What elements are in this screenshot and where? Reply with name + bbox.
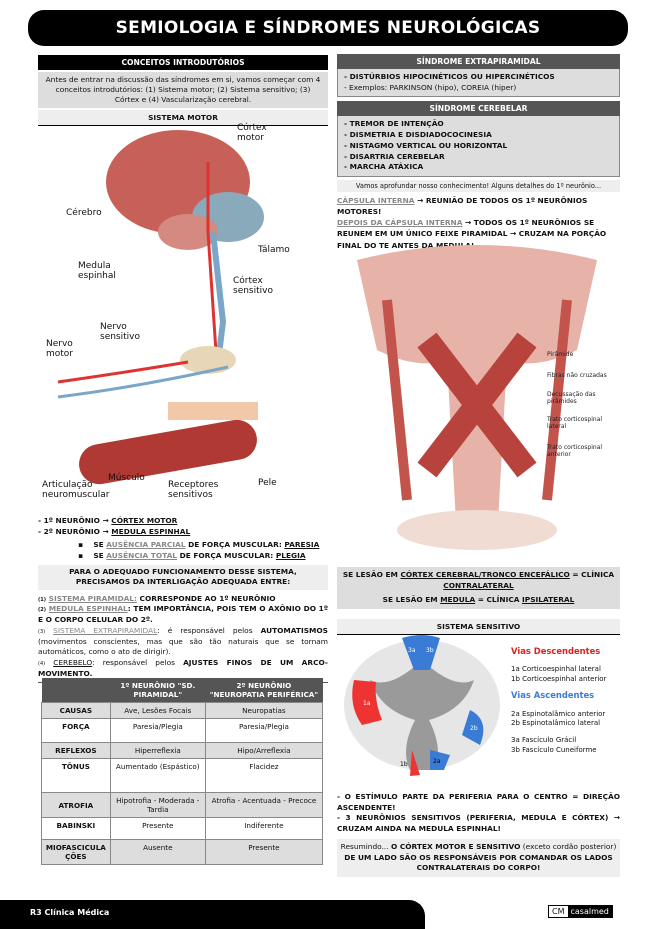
muscle-shape bbox=[79, 419, 257, 485]
label-cerebro: Cérebro bbox=[66, 208, 102, 218]
label-talamo: Tálamo bbox=[258, 245, 290, 255]
cord-label: 2b bbox=[470, 725, 478, 732]
uncrossed-fibers bbox=[382, 299, 572, 501]
tract-1a bbox=[352, 680, 382, 725]
label-piramide: Pirâmide bbox=[547, 351, 574, 358]
label-pele: Pele bbox=[258, 478, 277, 488]
components-list: (1) SISTEMA PIRAMIDAL: CORRESPONDE AO 1º… bbox=[38, 593, 329, 678]
intro-header: CONCEITOS INTRODUTÓRIOS bbox=[38, 55, 328, 70]
motor-nerve bbox=[57, 360, 189, 384]
sensory-points: - O ESTÍMULO PARTE DA PERIFERIA PARA O C… bbox=[337, 792, 620, 878]
motor-pathway bbox=[206, 162, 218, 353]
spinal-section bbox=[180, 346, 236, 374]
tract-2a bbox=[430, 750, 450, 770]
cerebellum-shape bbox=[158, 214, 218, 250]
motor-system-figure bbox=[57, 130, 264, 485]
page-title: SEMIOLOGIA E SÍNDROMES NEUROLÓGICAS bbox=[28, 10, 628, 46]
right-column: SÍNDROME EXTRAPIRAMIDAL - DISTÚRBIOS HIP… bbox=[337, 54, 620, 251]
neuron-2: - 2º NEURÔNIO → MEDULA ESPINHAL bbox=[38, 526, 191, 536]
tract-2b bbox=[462, 710, 484, 745]
sensory-nerve bbox=[57, 365, 229, 399]
cerebellar-list: - TREMOR DE INTENÇÃO- DISMETRIA E DISDIA… bbox=[337, 116, 620, 178]
neuron-comparison-table: 1º NEURÔNIO "SD. PIRAMIDAL"2º NEURÔNIO "… bbox=[41, 678, 324, 865]
function-header: PARA O ADEQUADO FUNCIONAMENTO DESSE SIST… bbox=[38, 564, 328, 590]
sensory-header: SISTEMA SENSITIVO bbox=[337, 619, 620, 636]
bullet-paresia: ▪ SE AUSÊNCIA PARCIAL DE FORÇA MUSCULAR:… bbox=[78, 540, 320, 550]
label-receptores: Receptores sensitivos bbox=[168, 480, 219, 500]
cord-label: 2a bbox=[433, 758, 441, 765]
label-cortex-motor: Córtex motor bbox=[237, 123, 267, 143]
pyramid-decussation-figure bbox=[357, 245, 597, 550]
cord-label: 1b bbox=[400, 761, 408, 768]
skin-shape bbox=[168, 402, 258, 420]
footer-label: R3 Clínica Médica bbox=[30, 908, 110, 917]
label-nervo-sensitivo: Nervo sensitivo bbox=[100, 322, 140, 342]
label-cortex-sensitivo: Córtex sensitivo bbox=[233, 276, 273, 296]
label-trato-lateral: Trato corticospinal lateral bbox=[547, 416, 603, 430]
intro-text: Antes de entrar na discussão das síndrom… bbox=[38, 72, 328, 108]
gray-matter bbox=[370, 660, 474, 770]
deepen-note: Vamos aprofundar nosso conhecimento! Alg… bbox=[337, 180, 620, 193]
bullet-plegia: ▪ SE AUSÊNCIA TOTAL DE FORÇA MUSCULAR: P… bbox=[78, 551, 306, 561]
neuron-1: - 1º NEURÔNIO → CÓRTEX MOTOR bbox=[38, 516, 178, 525]
label-medula: Medula espinhal bbox=[78, 261, 116, 281]
label-articulacao: Articulação neuromuscular bbox=[42, 480, 110, 500]
lesion-rules: SE LESÃO EM CÓRTEX CEREBRAL/TRONCO ENCEF… bbox=[337, 567, 620, 610]
cord-label: 3a bbox=[408, 647, 416, 654]
neuron-section: - 1º NEURÔNIO → CÓRTEX MOTOR - 2º NEURÔN… bbox=[38, 516, 328, 683]
tract-1b bbox=[410, 750, 420, 776]
sensory-legend: Vias Descendentes 1a Corticoespinhal lat… bbox=[511, 646, 607, 754]
spinal-cord-figure: 1a 1b 2a 2b 3a 3b bbox=[344, 635, 500, 776]
cerebellar-header: SÍNDROME CEREBELAR bbox=[337, 101, 620, 117]
tract-3 bbox=[402, 635, 440, 670]
label-nervo-motor: Nervo motor bbox=[46, 339, 74, 359]
cord-section bbox=[397, 510, 557, 550]
decussating-fibers bbox=[417, 332, 537, 478]
cord-label: 3b bbox=[426, 647, 434, 654]
motor-header: SISTEMA MOTOR bbox=[38, 109, 328, 126]
extrapyramidal-header: SÍNDROME EXTRAPIRAMIDAL bbox=[337, 54, 620, 69]
label-musculo: Músculo bbox=[108, 473, 145, 483]
left-column: CONCEITOS INTRODUTÓRIOS Antes de entrar … bbox=[38, 55, 328, 126]
label-trato-anterior: Trato corticospinal anterior bbox=[547, 444, 603, 458]
summary-box: Resumindo... O CÓRTEX MOTOR E SENSITIVO … bbox=[337, 838, 620, 878]
lesion-section: SE LESÃO EM CÓRTEX CEREBRAL/TRONCO ENCEF… bbox=[337, 567, 620, 636]
extrapyramidal-list: - DISTÚRBIOS HIPOCINÉTICOS OU HIPERCINÉT… bbox=[337, 69, 620, 98]
capsula-text: CÁPSULA INTERNA → REUNIÃO DE TODOS OS 1º… bbox=[337, 196, 607, 250]
label-fibras: Fibras não cruzadas bbox=[547, 372, 607, 379]
cord-label: 1a bbox=[363, 700, 371, 707]
footer-bar: R3 Clínica Médica bbox=[0, 900, 425, 929]
label-decussacao: Decussação das pirâmides bbox=[547, 391, 596, 405]
